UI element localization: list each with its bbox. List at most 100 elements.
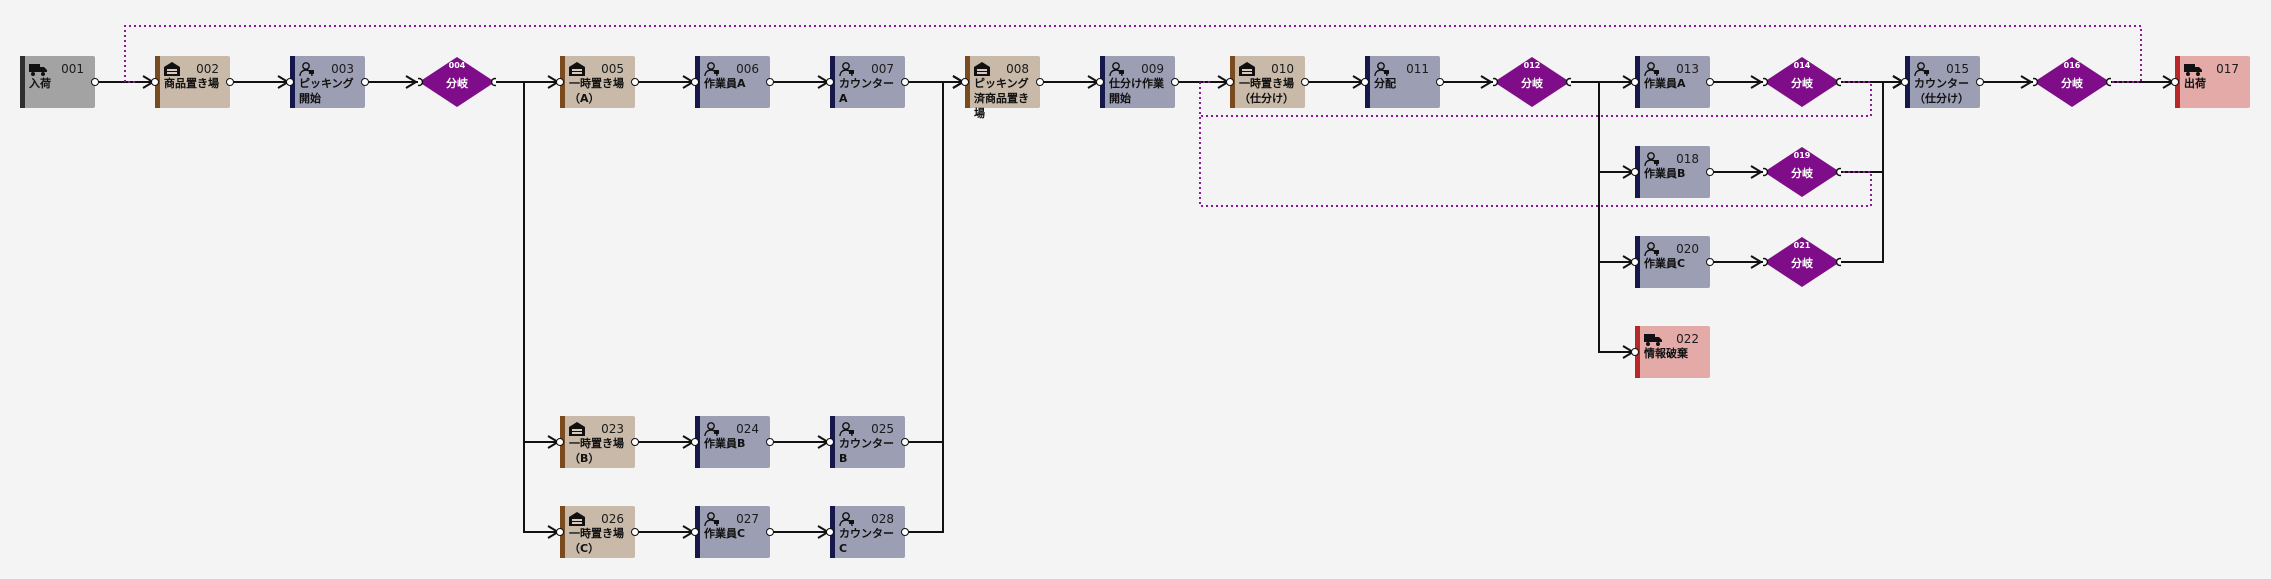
input-port[interactable] xyxy=(1226,78,1234,86)
input-port[interactable] xyxy=(286,78,294,86)
worker-icon xyxy=(1644,61,1660,77)
node-number: 020 xyxy=(1676,242,1699,256)
output-port[interactable] xyxy=(766,78,774,86)
input-port[interactable] xyxy=(1631,258,1639,266)
input-port[interactable] xyxy=(556,78,564,86)
input-port[interactable] xyxy=(556,528,564,536)
input-port[interactable] xyxy=(151,78,159,86)
input-port[interactable] xyxy=(826,528,834,536)
node-label: 分岐 xyxy=(1791,167,1813,180)
node-number: 025 xyxy=(871,422,894,436)
output-port[interactable] xyxy=(766,528,774,536)
output-port[interactable] xyxy=(1706,258,1714,266)
node-label: 一時置き場（B） xyxy=(569,437,624,465)
output-port[interactable] xyxy=(1436,78,1444,86)
input-port[interactable] xyxy=(691,438,699,446)
output-port[interactable] xyxy=(901,78,909,86)
input-port[interactable] xyxy=(691,78,699,86)
output-port[interactable] xyxy=(1036,78,1044,86)
warehouse-icon xyxy=(569,511,585,526)
input-port[interactable] xyxy=(1361,78,1369,86)
edge-015-016-arrowhead xyxy=(2020,75,2033,89)
node-number: 004 xyxy=(448,61,466,70)
worker-icon xyxy=(839,61,855,77)
node-number: 012 xyxy=(1523,61,1541,70)
input-port[interactable] xyxy=(556,438,564,446)
output-port[interactable] xyxy=(1706,78,1714,86)
output-port[interactable] xyxy=(1171,78,1179,86)
input-port[interactable] xyxy=(826,78,834,86)
edge-012-022 xyxy=(1571,81,1635,353)
node-number: 018 xyxy=(1676,152,1699,166)
edge-004-026 xyxy=(496,81,560,533)
node-number: 005 xyxy=(601,62,624,76)
output-port[interactable] xyxy=(361,78,369,86)
output-port[interactable] xyxy=(631,528,639,536)
output-port[interactable] xyxy=(901,438,909,446)
warehouse-icon xyxy=(974,61,990,76)
input-port[interactable] xyxy=(691,528,699,536)
node-label: 分岐 xyxy=(1791,257,1813,270)
input-port[interactable] xyxy=(1631,348,1639,356)
output-port[interactable] xyxy=(91,78,99,86)
output-port[interactable] xyxy=(226,78,234,86)
output-port[interactable] xyxy=(1301,78,1309,86)
worker-icon xyxy=(1644,241,1660,257)
edge-012-018 xyxy=(1571,81,1635,173)
input-port[interactable] xyxy=(961,78,969,86)
edge-013-014-arrowhead xyxy=(1750,75,1763,89)
input-port[interactable] xyxy=(2171,78,2179,86)
input-port[interactable] xyxy=(1901,78,1909,86)
output-port[interactable] xyxy=(631,438,639,446)
output-port[interactable] xyxy=(1976,78,1984,86)
node-number: 003 xyxy=(331,62,354,76)
worker-icon xyxy=(839,511,855,527)
input-port[interactable] xyxy=(1631,78,1639,86)
input-port[interactable] xyxy=(1096,78,1104,86)
output-port[interactable] xyxy=(766,438,774,446)
output-port[interactable] xyxy=(901,528,909,536)
worker-icon xyxy=(1644,151,1660,167)
input-port[interactable] xyxy=(1631,168,1639,176)
output-port[interactable] xyxy=(631,78,639,86)
node-number: 027 xyxy=(736,512,759,526)
node-number: 016 xyxy=(2063,61,2081,70)
node-number: 017 xyxy=(2216,62,2239,76)
output-port[interactable] xyxy=(1706,168,1714,176)
truck-icon xyxy=(2184,61,2202,76)
node-accent-bar xyxy=(20,56,25,108)
node-label: 一時置き場（A） xyxy=(569,77,624,105)
diamond-shape xyxy=(2033,57,2111,107)
input-port[interactable] xyxy=(826,438,834,446)
